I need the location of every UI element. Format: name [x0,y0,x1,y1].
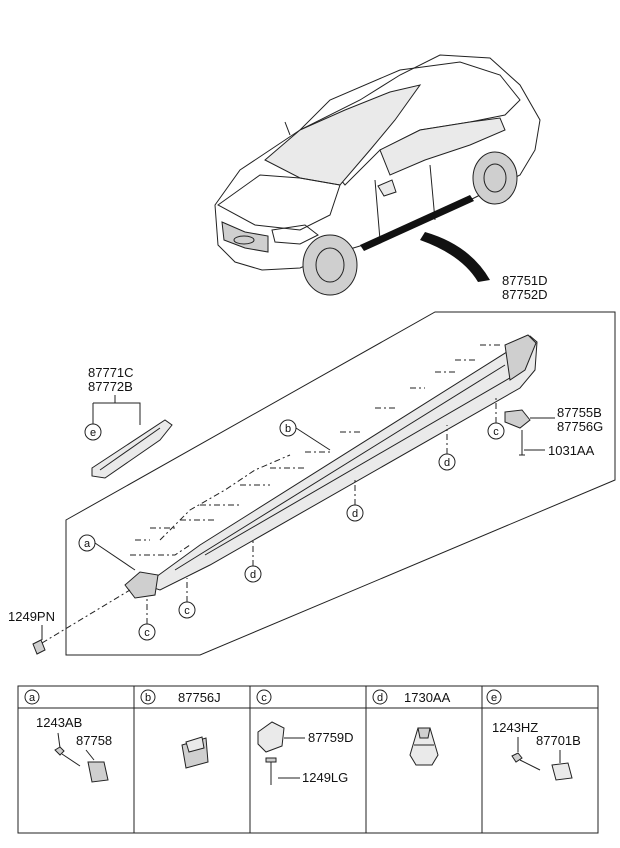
legend-a-part-1: 1243AB [36,715,82,730]
label-side-sill-lh: 87751D [502,273,548,288]
svg-text:a: a [29,692,36,704]
svg-text:c: c [261,692,267,704]
front-bracket [124,571,159,599]
sill-pointer-arrow [420,232,490,282]
svg-text:e: e [491,692,497,704]
legend-e-part-1: 1243HZ [492,720,538,735]
svg-text:c: c [184,605,190,617]
legend-e-part-2: 87701B [536,733,581,748]
svg-text:b: b [285,423,291,435]
svg-text:d: d [444,457,450,469]
label-stud: 1031AA [548,443,595,458]
svg-text:d: d [352,508,358,520]
callout-a-upper: a [78,534,136,571]
label-garnish-rh: 87772B [88,379,133,394]
callout-c-3: c [487,395,505,440]
callout-d-2: d [346,478,364,522]
svg-text:d: d [250,569,256,581]
callout-b-upper: b [279,419,331,451]
legend-col-b: b 87756J [140,689,221,769]
legend-c-part-1: 87759D [308,730,354,745]
label-side-sill-rh: 87752D [502,287,548,302]
callout-c-2: c [178,578,196,619]
clip-dash-lines [130,344,500,556]
legend-d-title: 1730AA [404,690,451,705]
svg-text:d: d [377,692,383,704]
label-garnish-lh: 87771C [88,365,134,380]
screw-part [32,589,131,655]
label-screw: 1249PN [8,609,55,624]
callout-c-1: c [138,598,156,641]
label-bracket-lh: 87755B [557,405,602,420]
svg-text:c: c [144,627,150,639]
legend-c-part-2: 1249LG [302,770,348,785]
svg-text:e: e [90,427,96,439]
svg-text:a: a [84,538,91,550]
detail-panel-outline [65,311,616,656]
legend-col-a: a 1243AB 87758 [24,689,112,783]
callout-d-1: d [244,540,262,583]
legend-col-c: c 87759D 1249LG [256,689,354,785]
car-illustration [214,54,541,296]
side-sill-molding [143,334,538,591]
callout-d-3: d [438,425,456,471]
legend-a-part-2: 87758 [76,733,112,748]
label-bracket-rh: 87756G [557,419,603,434]
legend-b-title: 87756J [178,690,221,705]
legend-table [17,685,599,834]
svg-text:c: c [493,426,499,438]
legend-col-e: e 1243HZ 87701B [486,689,581,781]
garnish-part: e [84,395,173,479]
legend-col-d: d 1730AA [372,689,451,766]
rear-bracket [504,409,555,456]
svg-text:b: b [145,692,151,704]
